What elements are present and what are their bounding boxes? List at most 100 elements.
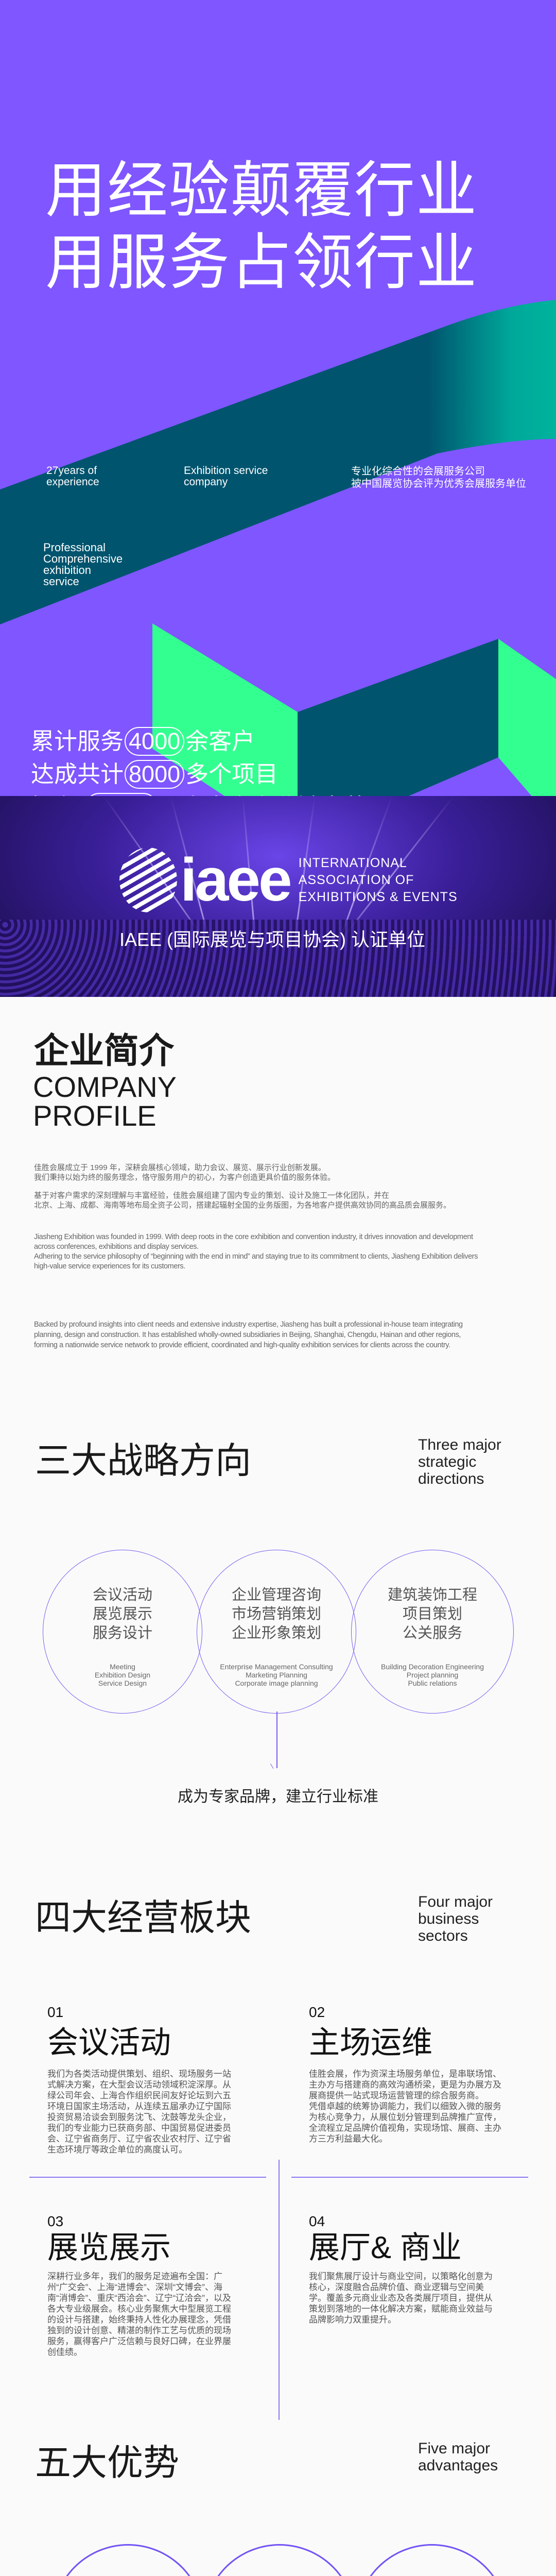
para-line: 我们秉持以始为终的服务理念，恪守服务用户的初心，为客户创造更具价值的服务体验。 (34, 1173, 336, 1182)
iaee-banner: iaee INTERNATIONAL ASSOCIATION OF EXHIBI… (0, 796, 556, 997)
label-line: Professional (43, 541, 106, 554)
iaee-logo: iaee INTERNATIONAL ASSOCIATION OF EXHIBI… (119, 848, 458, 912)
direction-en-line: Marketing Planning (246, 1671, 307, 1679)
direction-cn-line: 服务设计 (92, 1625, 152, 1641)
direction-cn-line: 企业形象策划 (231, 1625, 321, 1641)
audience-crowd-image (0, 920, 556, 997)
title-en-line: business (418, 1910, 479, 1927)
para-line: 佳胜会展成立于 1999 年，深耕会展核心领域，助力会议、展览、展示行业创新发展… (34, 1163, 326, 1172)
para-line: 基于对客户需求的深刻理解与丰富经验，佳胜会展组建了国内专业的策划、设计及施工一体… (34, 1191, 390, 1200)
professional-service-label: Professional Comprehensive exhibition se… (43, 542, 123, 587)
sector-divider-horizontal (29, 2177, 266, 2178)
direction-item-3: 建筑装饰工程 项目策划 公关服务 Building Decoration Eng… (355, 1586, 510, 1687)
profile-cn-paragraph-1: 佳胜会展成立于 1999 年，深耕会展核心领域，助力会议、展览、展示行业创新发展… (34, 1163, 482, 1182)
direction-cn-line: 企业管理咨询 (231, 1587, 321, 1603)
name-line: INTERNATIONAL (298, 855, 407, 870)
sector-description: 深耕行业多年，我们的服务足迹遍布全国：广州“广交会”、上海“进博会”、深圳“文博… (47, 2272, 231, 2357)
caption-line: 27years of (46, 465, 97, 477)
stat-text: 多个项目 (185, 761, 279, 787)
direction-en-line: Building Decoration Engineering (380, 1663, 484, 1671)
name-line: ASSOCIATION OF (298, 872, 414, 887)
stat-text: 累计服务 (31, 728, 124, 754)
para-text: Adhering to the service philosophy of “b… (34, 1252, 478, 1270)
hero-section: 用经验颠覆行业 用服务占领行业 27years of experience Ex… (0, 0, 556, 811)
sector-title: 主场运维 (309, 2025, 432, 2060)
brand-slogan: 成为专家品牌，建立行业标准 (178, 1788, 378, 1805)
stat-text: 余客户 (185, 728, 255, 754)
caption-line: 被中国展览协会评为优秀会展服务单位 (351, 478, 526, 489)
title-en-line: directions (418, 1470, 484, 1487)
direction-circle-3 (351, 1550, 514, 1714)
title-en-line: sectors (418, 1927, 468, 1944)
advantage-circle-1 (51, 2544, 205, 2576)
iaee-wordmark: iaee (180, 846, 292, 914)
sector-divider-horizontal (291, 2177, 528, 2178)
sector-description: 佳胜会展，作为资深主场服务单位，是串联场馆、主办方与搭建商的高效沟通桥梁，更是为… (309, 2069, 501, 2144)
title-en-line: strategic (418, 1453, 477, 1470)
profile-en-paragraph-1: Jiasheng Exhibition was founded in 1999.… (34, 1232, 482, 1272)
sector-title: 展览展示 (47, 2230, 171, 2265)
direction-en-line: Enterprise Management Consulting (220, 1663, 333, 1671)
title-en-line: Four major (418, 1893, 493, 1910)
title-en-line: PROFILE (33, 1099, 157, 1132)
sector-number: 01 (47, 2004, 64, 2020)
direction-cn-line: 项目策划 (402, 1606, 462, 1622)
direction-cn-line: 展览展示 (92, 1606, 152, 1622)
headline-line-1: 用经验颠覆行业 (45, 157, 478, 225)
stat-value-pill: 8000 (125, 760, 185, 789)
sector-description: 我们为各类活动提供策划、组织、现场服务一站式解决方案，在大型会议活动领域积淀深厚… (47, 2069, 231, 2155)
direction-en-line: Public relations (408, 1679, 457, 1687)
advantages-title-en: Five major advantages (418, 2440, 498, 2474)
direction-en-line: Project planning (406, 1671, 459, 1679)
geometric-shapes-decoration (0, 300, 556, 811)
sector-title: 会议活动 (47, 2025, 171, 2060)
title-en-line: COMPANY (33, 1071, 177, 1103)
advantage-circle-3 (355, 2544, 509, 2576)
para-text: Backed by profound insights into client … (34, 1320, 463, 1349)
profile-en-paragraph-2: Backed by profound insights into client … (34, 1319, 482, 1350)
headline-line-2: 用服务占领行业 (45, 229, 478, 297)
direction-en-line: Corporate image planning (235, 1679, 318, 1687)
direction-cn-line: 建筑装饰工程 (387, 1587, 477, 1603)
direction-en-line: Exhibition Design (94, 1671, 151, 1679)
direction-item-1: 会议活动 展览展示 服务设计 Meeting Exhibition Design… (45, 1586, 200, 1687)
caption-line: company (184, 476, 228, 488)
direction-en-line: Meeting (110, 1663, 135, 1671)
label-line: exhibition (43, 564, 91, 577)
title-en-line: Five major (418, 2440, 491, 2457)
profile-title-en: COMPANY PROFILE (33, 1073, 177, 1130)
label-line: service (43, 575, 79, 588)
globe-icon (119, 848, 177, 912)
sectors-title-en: Four major business sectors (418, 1893, 493, 1944)
award-caption: 专业化综合性的会展服务公司 被中国展览协会评为优秀会展服务单位 (351, 465, 526, 490)
direction-en-line: Service Design (98, 1679, 147, 1687)
direction-cn-line: 会议活动 (92, 1587, 152, 1603)
profile-cn-paragraph-2: 基于对客户需求的深刻理解与丰富经验，佳胜会展组建了国内专业的策划、设计及施工一体… (34, 1191, 482, 1210)
sector-number: 04 (309, 2213, 325, 2229)
caption-line: experience (46, 476, 99, 488)
directions-title: 三大战略方向 (35, 1440, 251, 1481)
sector-number: 02 (309, 2004, 325, 2020)
profile-title: 企业简介 (34, 1031, 175, 1071)
experience-caption: 27years of experience (46, 465, 99, 488)
caption-line: Exhibition service (184, 465, 268, 477)
sector-title: 展厅& 商业 (309, 2230, 462, 2265)
stat-value-pill: 4000 (125, 727, 185, 756)
title-en-line: Three major (418, 1436, 501, 1453)
direction-cn-line: 市场营销策划 (231, 1606, 321, 1622)
advantages-title: 五大优势 (35, 2443, 179, 2483)
stat-text: 达成共计 (31, 761, 124, 787)
sector-divider-vertical (279, 2160, 280, 2420)
iaee-certification-text: IAEE (国际展览与项目协会) 认证单位 (119, 929, 426, 950)
para-line: 北京、上海、成都、海南等地布局全资子公司，搭建起辐射全国的业务版图，为各地客户提… (34, 1201, 451, 1210)
direction-cn-line: 公关服务 (402, 1625, 462, 1641)
label-line: Comprehensive (43, 552, 123, 565)
advantage-circle-2 (203, 2544, 356, 2576)
arrow-down-line (276, 1711, 277, 1768)
title-en-line: advantages (418, 2457, 498, 2474)
para-text: Jiasheng Exhibition was founded in 1999.… (34, 1233, 473, 1251)
caption-line: 专业化综合性的会展服务公司 (351, 466, 485, 477)
